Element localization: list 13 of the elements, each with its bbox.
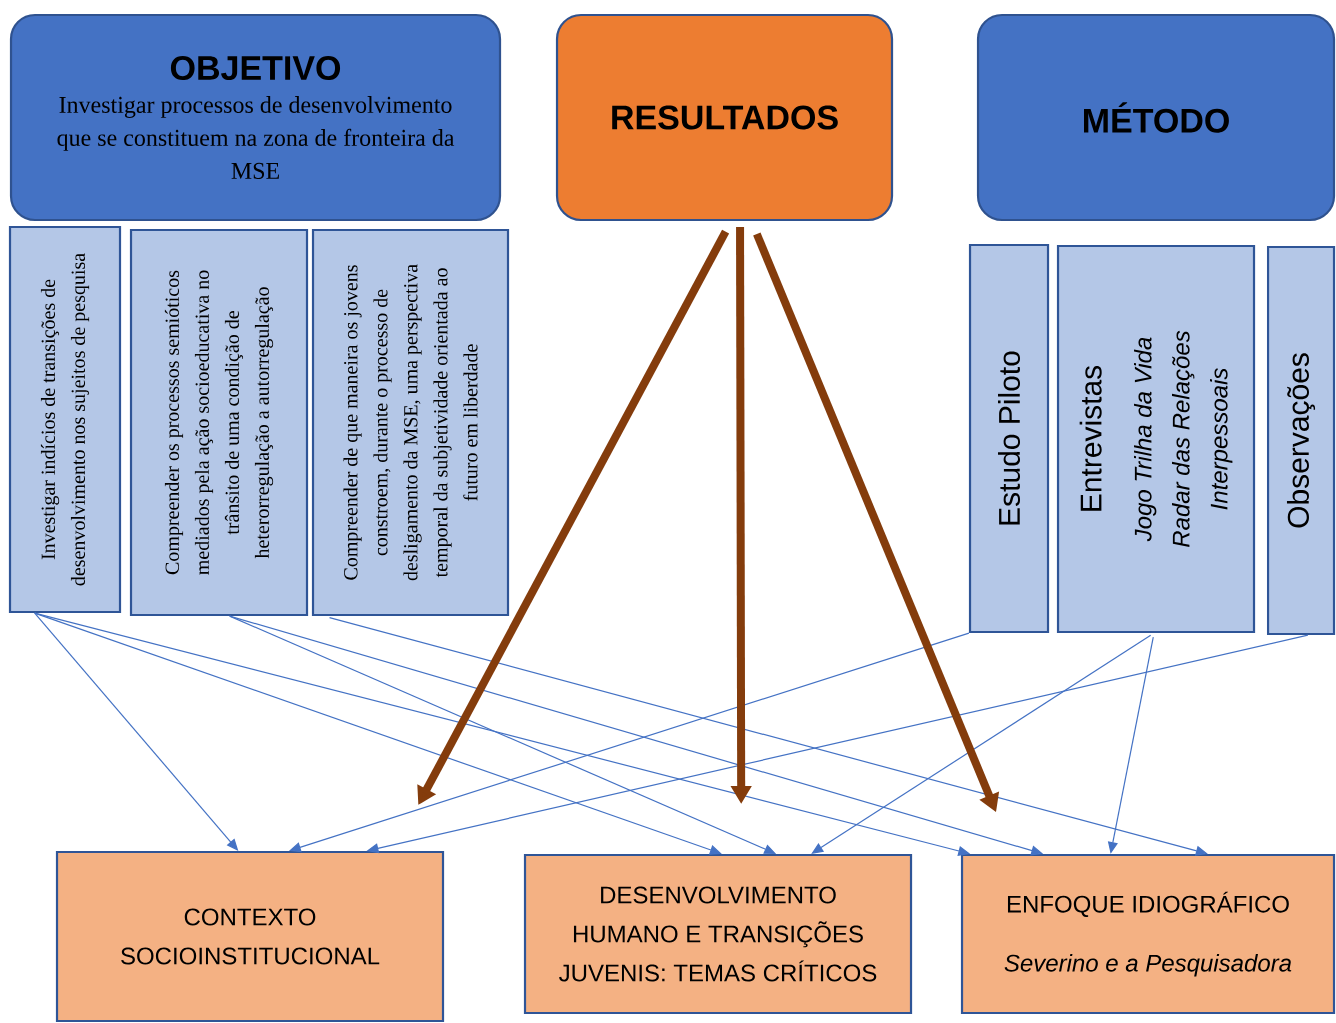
method-box: Estudo Piloto bbox=[968, 243, 1050, 634]
objective-box: Compreender os processos semióticos mediados pela ação socioeducativa no trânsito de uma condição de heterorregulação a autorregulação bbox=[129, 228, 309, 617]
results-box: RESULTADOS bbox=[555, 13, 894, 222]
method-box: Observações bbox=[1266, 245, 1336, 636]
result-box: DESENVOLVIMENTO HUMANO E TRANSIÇÕES JUVENIS: TEMAS CRÍTICOS bbox=[523, 853, 913, 1015]
objective-box: OBJETIVO Investigar processos de desenvolvimento que se constituem na zona de fronteira da MSE bbox=[9, 13, 502, 222]
objective-box: Investigar indícios de transições de desenvolvimento nos sujeitos de pesquisa bbox=[8, 225, 122, 614]
method-box: Entrevistas Jogo Trilha da Vida Radar das Relações Interpessoais bbox=[1056, 244, 1256, 634]
result-box: CONTEXTO SOCIOINSTITUCIONAL bbox=[55, 850, 445, 1023]
arrow bbox=[811, 634, 1152, 854]
result-box: ENFOQUE IDIOGRÁFICO Severino e a Pesquisadora bbox=[960, 853, 1336, 1015]
objective-box: Compreender de que maneira os jovens constroem, durante o processo de desligamento da MSE, uma perspectiva temporal da subjetividade orientada ao futuro em liberdade bbox=[311, 228, 510, 617]
method-box: MÉTODO bbox=[976, 13, 1336, 222]
